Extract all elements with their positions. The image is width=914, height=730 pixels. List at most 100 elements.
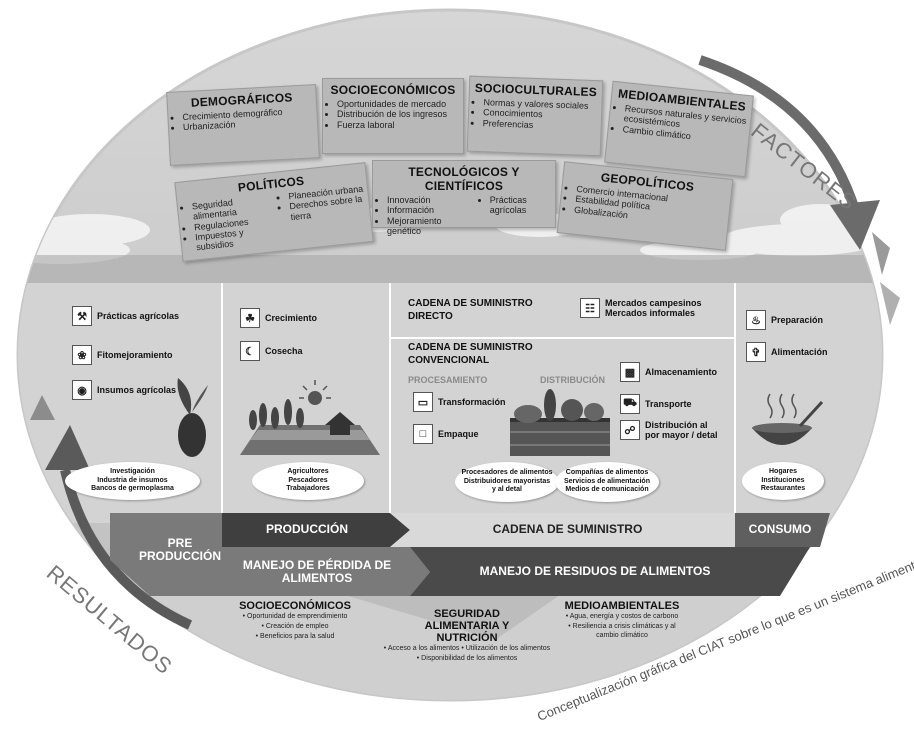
crops-illustration: [240, 380, 380, 455]
item-label: Transporte: [645, 399, 692, 409]
outcome-item: • Oportunidad de emprendimiento: [242, 613, 348, 621]
stage-label: PRE PRODUCCIÓN: [138, 535, 221, 563]
preproduction-item: ◉ Insumos agrícolas: [72, 380, 182, 400]
factor-item: Distribución de los ingresos: [337, 109, 463, 119]
direct-supply-chain-title: CADENA DE SUMINISTRO DIRECTO: [408, 298, 533, 322]
outcome-item: • Beneficios para la salud: [255, 632, 335, 640]
item-label: Prácticas agrícolas: [97, 311, 180, 321]
actor: Compañías de alimentos: [565, 469, 649, 477]
band-food-waste: [410, 547, 810, 596]
consumption-item: ✞ Alimentación: [746, 342, 828, 362]
market-basket-icon: ☷: [580, 298, 600, 318]
actor: Procesadores de alimentos: [461, 469, 553, 477]
preproduction-item: ⚒ Prácticas agrícolas: [72, 306, 182, 326]
actor: Trabajadores: [286, 485, 330, 493]
actor: Servicios de alimentación: [564, 477, 650, 485]
item-label: Cosecha: [265, 346, 303, 356]
actor: Pescadores: [288, 476, 328, 484]
item-label: Alimentación: [771, 347, 828, 357]
produce-crate-illustration: [510, 389, 610, 456]
item-label: Mercados informales: [605, 308, 696, 318]
item-label: Empaque: [438, 429, 479, 439]
item-label: Fitomejoramiento: [97, 350, 173, 360]
item-label: Almacenamiento: [645, 367, 718, 377]
outcome-title: SEGURIDAD ALIMENTARIA Y NUTRICIÓN: [424, 608, 510, 645]
stage-label: CADENA DE SUMINISTRO: [492, 522, 643, 537]
actor: Instituciones: [761, 476, 805, 484]
item-label: Mercados campesinos: [605, 298, 702, 308]
distribution-item: ☍ Distribución al por mayor / detal: [620, 420, 720, 440]
outcome-title: SOCIOECONÓMICOS: [239, 600, 351, 612]
stage-label: MANEJO DE PÉRDIDA DE ALIMENTOS: [242, 557, 392, 585]
outcome-item: • Creación de empleo: [261, 622, 329, 630]
consumption-item: ♨ Preparación: [746, 310, 823, 330]
seeds-bag-icon: ◉: [72, 380, 92, 400]
actor: Investigación: [110, 468, 155, 476]
production-actors: Agricultores Pescadores Trabajadores: [252, 462, 364, 500]
band-preproduction: [110, 513, 222, 596]
truck-icon: ⛟: [620, 394, 640, 414]
factor-title: TECNOLÓGICOS Y CIENTÍFICOS: [408, 165, 520, 193]
factor-item: Mejoramiento genético: [387, 216, 472, 237]
actor: Hogares: [768, 468, 797, 476]
conventional-supply-chain-title: CADENA DE SUMINISTRO CONVENCIONAL: [408, 342, 533, 366]
outcome-title: MEDIOAMBIENTALES: [564, 600, 680, 612]
package-icon: □: [413, 424, 433, 444]
actor: y al detal: [492, 486, 522, 494]
band-consumption: [735, 513, 830, 547]
factor-item: Oportunidades de mercado: [337, 99, 463, 109]
band-supply-chain: [390, 513, 735, 547]
actor: Bancos de germoplasma: [91, 485, 174, 493]
item-label: Crecimiento: [265, 313, 318, 323]
outcome-item: • Resiliencia a crisis climáticas y al c…: [568, 622, 676, 639]
stage-label: CONSUMO: [748, 522, 812, 537]
outcome-environmental: MEDIOAMBIENTALES • Agua, energía y costo…: [532, 600, 712, 640]
plant-breeding-icon: ❀: [72, 345, 92, 365]
factor-item: Información: [387, 205, 472, 215]
factor-title: SOCIOECONÓMICOS: [330, 83, 456, 97]
stage-food-waste: MANEJO DE RESIDUOS DE ALIMENTOS: [430, 549, 760, 595]
preproduction-item: ❀ Fitomejoramiento: [72, 345, 212, 365]
processing-item: ▭ Transformación: [413, 392, 506, 412]
distribution-label: DISTRIBUCIÓN: [540, 375, 605, 385]
stage-supply-chain: CADENA DE SUMINISTRO: [400, 513, 735, 547]
actor: Medios de comunicación: [565, 486, 649, 494]
direct-supply-item: ☷ Mercados campesinos Mercados informale…: [580, 298, 702, 318]
item-label: Preparación: [771, 315, 824, 325]
stage-preproduction: PRE PRODUCCIÓN: [130, 530, 230, 570]
item-label: Transformación: [438, 397, 506, 407]
actor: Distribuidores mayoristas: [463, 477, 551, 485]
preproduction-actors: Investigación Industria de insumos Banco…: [65, 462, 200, 500]
fork-knife-icon: ✞: [746, 342, 766, 362]
factor-item: Innovación: [387, 195, 472, 205]
stage-consumption: CONSUMO: [735, 513, 825, 547]
production-item: ☾ Cosecha: [240, 341, 303, 361]
processing-label: PROCESAMIENTO: [408, 375, 488, 385]
stage-label: PRODUCCIÓN: [265, 522, 348, 537]
band-food-loss: [222, 547, 430, 596]
outcome-item: • Disponibilidad de los alimentos: [416, 655, 518, 663]
outcome-item: • Acceso a los alimentos • Utilización d…: [383, 645, 551, 653]
item-label: Distribución al por mayor / detal: [645, 420, 718, 440]
supply-chain-actors-left: Procesadores de alimentos Distribuidores…: [455, 462, 559, 502]
can-icon: ▭: [413, 392, 433, 412]
outcome-food-security: SEGURIDAD ALIMENTARIA Y NUTRICIÓN • Acce…: [372, 608, 562, 664]
processing-item: □ Empaque: [413, 424, 479, 444]
production-item: ☘ Crecimiento: [240, 308, 317, 328]
sickle-icon: ☾: [240, 341, 260, 361]
stage-label: MANEJO DE RESIDUOS DE ALIMENTOS: [479, 564, 711, 579]
actor: Industria de insumos: [97, 476, 168, 484]
actor: Agricultores: [287, 468, 329, 476]
factor-card-technological: TECNOLÓGICOS Y CIENTÍFICOS Innovación In…: [372, 160, 556, 236]
distribution-item: ⛟ Transporte: [620, 394, 692, 414]
shopping-cart-icon: ☍: [620, 420, 640, 440]
consumption-actors: Hogares Instituciones Restaurantes: [742, 462, 824, 500]
supply-chain-actors-right: Compañías de alimentos Servicios de alim…: [555, 462, 659, 502]
factor-item: Prácticas agrícolas: [490, 195, 555, 216]
results-arrow: [60, 468, 193, 630]
stage-food-loss: MANEJO DE PÉRDIDA DE ALIMENTOS: [232, 549, 402, 595]
stage-production: PRODUCCIÓN: [222, 513, 392, 547]
outcome-socioeconomic: SOCIOECONÓMICOS • Oportunidad de emprend…: [220, 600, 370, 641]
